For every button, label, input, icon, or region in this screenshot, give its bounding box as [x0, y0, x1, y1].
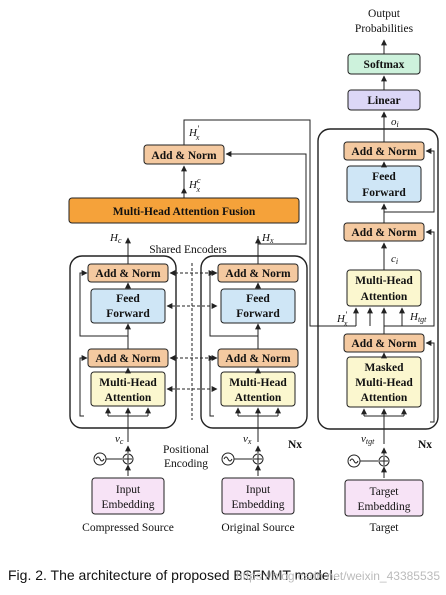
te-line2: Embedding — [357, 501, 410, 513]
nx-encoder: Nx — [288, 439, 302, 451]
te-line1: Target — [370, 486, 400, 498]
dec-mha-line1: Multi-Head — [355, 275, 413, 287]
v_x-label: vx — [243, 433, 252, 446]
enc-left-add-norm-bottom-label: Add & Norm — [95, 353, 161, 365]
encoder-left-enclosure — [69, 255, 177, 429]
nx-decoder: Nx — [418, 439, 432, 451]
softmax-label: Softmax — [364, 59, 405, 71]
target-label: Target — [370, 522, 400, 534]
enc-right-ff-line2: Forward — [236, 308, 280, 320]
enc-left-mha-line2: Attention — [105, 392, 152, 404]
fusion-add-norm-label: Add & Norm — [151, 150, 217, 162]
output-line2: Probabilities — [355, 23, 414, 35]
linear-label: Linear — [367, 95, 400, 107]
c_i-label: ci — [391, 253, 398, 266]
H_tgt-label: Htgt — [409, 311, 427, 324]
ce-line2: Embedding — [101, 499, 154, 511]
encoder-right-enclosure — [200, 255, 308, 429]
target-embedding — [344, 479, 424, 517]
H_x-label: Hx — [261, 232, 274, 245]
dec-mha-line2: Attention — [361, 291, 408, 303]
v_tgt-label: vtgt — [361, 433, 375, 446]
enc-right-ff-line1: Feed — [246, 293, 270, 305]
dec-add-norm-top-label: Add & Norm — [351, 146, 417, 158]
dec-masked-line3: Attention — [361, 392, 408, 404]
H_c-label: Hc — [109, 232, 122, 245]
dec-masked-line2: Multi-Head — [355, 377, 413, 389]
watermark: https://blog.csdn.net/weixin_43385535 — [236, 569, 440, 583]
positional-encoding-line1: Positional — [163, 444, 209, 456]
original-input-embedding — [221, 477, 295, 515]
oe-line2: Embedding — [231, 499, 284, 511]
figure-caption: Fig. 2. The architecture of proposed BSF… — [8, 567, 337, 583]
oe-line1: Input — [246, 484, 271, 496]
output-line1: Output — [368, 8, 401, 20]
enc-right-mha-line1: Multi-Head — [229, 377, 287, 389]
H_x_p-label: H′x — [188, 124, 200, 142]
shared-encoders-label: Shared Encoders — [149, 244, 227, 256]
dec-add-norm-mid-label: Add & Norm — [351, 227, 417, 239]
enc-left-ff-line1: Feed — [116, 293, 140, 305]
compressed-source-label: Compressed Source — [82, 522, 174, 534]
enc-right-add-norm-bottom-label: Add & Norm — [225, 353, 291, 365]
H_x_p-dec-label: H′x — [336, 310, 348, 328]
original-source-label: Original Source — [221, 522, 294, 534]
enc-left-ff-line2: Forward — [106, 308, 150, 320]
decoder-enclosure — [317, 128, 439, 430]
fusion-label: Multi-Head Attention Fusion — [113, 206, 256, 218]
enc-left-mha-line1: Multi-Head — [99, 377, 157, 389]
enc-left-add-norm-top-label: Add & Norm — [95, 268, 161, 280]
dec-ff-line1: Feed — [372, 171, 396, 183]
dec-masked-line1: Masked — [365, 362, 405, 374]
dec-add-norm-bottom-label: Add & Norm — [351, 338, 417, 350]
v_c-label: vc — [115, 433, 124, 446]
enc-right-mha-line2: Attention — [235, 392, 282, 404]
o_i-label: oi — [391, 116, 399, 129]
enc-right-add-norm-top-label: Add & Norm — [225, 268, 291, 280]
ce-line1: Input — [116, 484, 141, 496]
compressed-input-embedding — [91, 477, 165, 515]
positional-encoding-line2: Encoding — [164, 458, 208, 470]
dec-ff-line2: Forward — [362, 187, 406, 199]
